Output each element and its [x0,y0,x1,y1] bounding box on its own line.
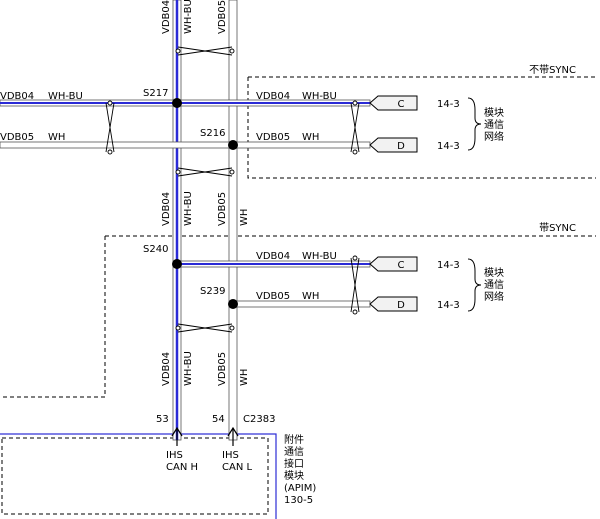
label-vdb04-with-sync: VDB04 [256,251,290,262]
label-vdb04-top: VDB04 [161,0,172,34]
pin-c-with-sync: 14-3 [437,260,460,271]
label-wh-bu-mid: WH-BU [183,191,194,226]
label-wh-bu-low: WH-BU [183,351,194,386]
splice-s217 [172,98,182,108]
module-name-line-1: 附件 [284,433,304,446]
splice-s239-label: S239 [200,286,225,297]
can-h-line-1: IHS [166,450,183,461]
splice-s216-label: S216 [200,128,225,139]
brace-no-sync [467,97,482,151]
connector-d-no-sync: D [369,137,418,153]
module-name-line-5: (APIM) [284,483,316,494]
connector-d-with-sync: D [369,296,418,312]
network-line-3: 网络 [484,130,504,143]
brace-with-sync [467,258,482,312]
label-wh-no-sync: WH [302,132,319,143]
pin-d-no-sync: 14-3 [437,141,460,152]
apim-module-box [0,433,277,519]
can-h-line-2: CAN H [166,462,198,473]
connector-c-no-sync: C [369,95,418,111]
label-vdb04-no-sync: VDB04 [256,91,290,102]
connector-c2383-label: C2383 [243,414,275,425]
label-vdb04-low: VDB04 [161,352,172,386]
connector-d-no-sync-label: D [397,141,405,152]
connector-d-with-sync-label: D [397,300,405,311]
wire-vdb04-trunk [172,0,182,441]
label-wh-low: WH [239,369,250,386]
label-wh-bu-left: WH-BU [48,91,83,102]
module-name-line-3: 接口 [284,457,304,470]
network-line-3: 网络 [484,290,504,303]
label-wh-bu-with-sync: WH-BU [302,251,337,262]
splice-s216 [228,140,238,150]
connector-c-with-sync-label: C [398,260,405,271]
network-line-2: 通信 [484,119,504,131]
twist-marker-top [175,46,235,56]
network-line-2: 通信 [484,279,504,291]
twist-marker-low [175,323,235,333]
connector-c-no-sync-label: C [398,99,405,110]
region-with-sync-box [0,235,596,398]
wire-vdb05-trunk [228,0,238,441]
module-name-line-4: 模块 [284,470,304,482]
connector-c-with-sync: C [369,256,418,272]
network-line-1: 模块 [484,267,504,279]
splice-s240 [172,259,182,269]
twist-marker-mid [175,167,235,177]
label-vdb05-left: VDB05 [0,132,34,143]
label-wh-left: WH [48,132,65,143]
label-vdb05-with-sync: VDB05 [256,291,290,302]
label-wh-with-sync: WH [302,291,319,302]
label-wh-bu-no-sync: WH-BU [302,91,337,102]
label-vdb05-no-sync: VDB05 [256,132,290,143]
pin-d-with-sync: 14-3 [437,300,460,311]
network-line-1: 模块 [484,107,504,119]
pin-54-label: 54 [212,414,225,425]
region-with-sync-title: 带SYNC [539,222,576,234]
network-label-no-sync: 模块 通信 网络 [484,107,504,143]
pin-54-arrow [227,426,239,446]
pin-c-no-sync: 14-3 [437,99,460,110]
label-vdb05-mid: VDB05 [217,192,228,226]
module-name-line-2: 通信 [284,446,304,458]
twist-marker-right-top [350,100,360,155]
splice-s240-label: S240 [143,244,168,255]
network-label-with-sync: 模块 通信 网络 [484,267,504,303]
label-vdb05-low: VDB05 [217,352,228,386]
label-vdb05-top: VDB05 [217,0,228,34]
splice-s239 [228,299,238,309]
region-no-sync-box [247,76,596,179]
twist-marker-left [105,100,115,155]
label-vdb04-left: VDB04 [0,91,34,102]
splice-s217-label: S217 [143,88,168,99]
region-no-sync-title: 不带SYNC [529,64,576,76]
module-name-line-6: 130-5 [284,495,313,506]
pin-53-arrow [171,426,183,446]
label-wh-mid: WH [239,209,250,226]
pin-53-label: 53 [156,414,169,425]
twist-marker-right-bottom [350,255,360,315]
module-name: 附件 通信 接口 模块 (APIM) 130-5 [284,433,316,506]
can-l-line-2: CAN L [222,462,252,473]
can-l-line-1: IHS [222,450,239,461]
label-wh-bu-top: WH-BU [183,0,194,34]
label-vdb04-mid: VDB04 [161,192,172,226]
